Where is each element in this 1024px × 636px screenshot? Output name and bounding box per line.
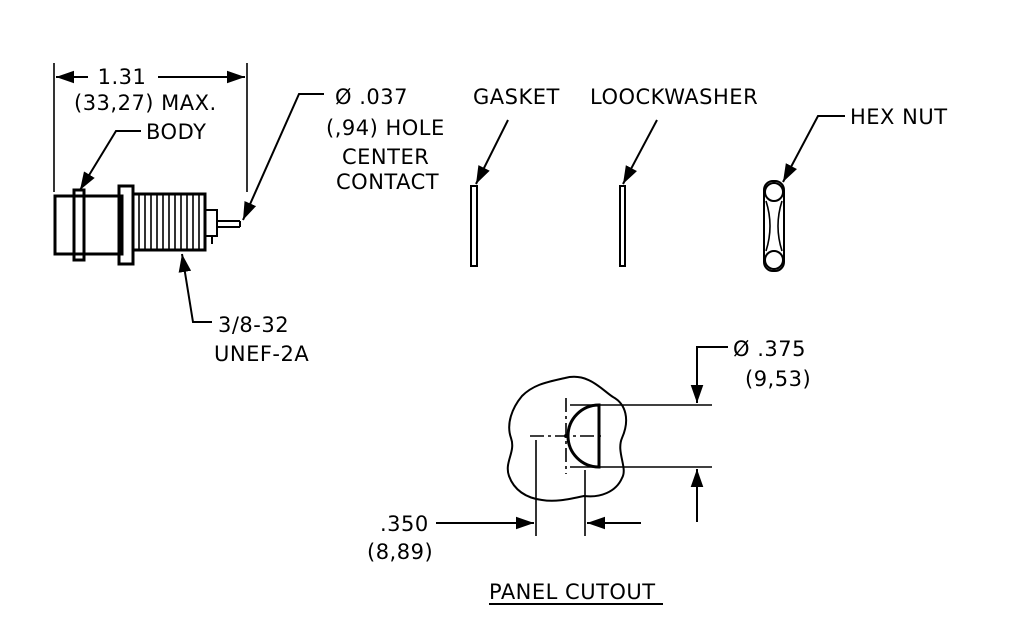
flat-mm-label: (8,89) xyxy=(367,540,433,564)
thread-lines xyxy=(138,194,200,250)
thread-label-2: UNEF-2A xyxy=(214,342,309,366)
thread-leader xyxy=(178,253,212,323)
body-label: BODY xyxy=(146,120,206,144)
hole-contact-label: CONTACT xyxy=(336,170,439,194)
hex-nut-label: HEX NUT xyxy=(850,105,948,129)
lockwasher-shape xyxy=(619,185,626,267)
panel-cutout-caption: PANEL CUTOUT xyxy=(489,580,656,604)
panel-cutout xyxy=(506,375,628,502)
gasket-label: GASKET xyxy=(473,85,560,109)
length-label: 1.31 xyxy=(98,65,147,89)
hole-mm-label: (,94) HOLE xyxy=(326,116,445,140)
length-mm-label: (33,27) MAX. xyxy=(74,91,217,115)
cutout-dia-dimension xyxy=(570,346,728,522)
flat-label: .350 xyxy=(380,512,429,536)
hole-center-label: CENTER xyxy=(342,145,429,169)
gasket-leader xyxy=(475,119,509,185)
lockwasher-label: LOOCKWASHER xyxy=(590,85,758,109)
cutout-dia-mm-label: (9,53) xyxy=(745,367,811,391)
hex-nut-shape xyxy=(763,180,785,272)
hole-dia-label: Ø .037 xyxy=(335,85,408,109)
panel-outline xyxy=(506,375,628,502)
hole-leader xyxy=(242,93,324,221)
thread-label-1: 3/8-32 xyxy=(218,313,289,337)
connector-side-view xyxy=(53,184,241,266)
hex-nut-leader xyxy=(782,115,845,183)
length-dimension xyxy=(53,63,248,192)
flat-dimension xyxy=(436,440,641,536)
lockwasher-leader xyxy=(622,119,658,185)
gasket-shape xyxy=(470,185,478,267)
connector-body xyxy=(53,194,124,256)
cutout-dia-label: Ø .375 xyxy=(733,337,806,361)
body-leader xyxy=(79,130,141,191)
